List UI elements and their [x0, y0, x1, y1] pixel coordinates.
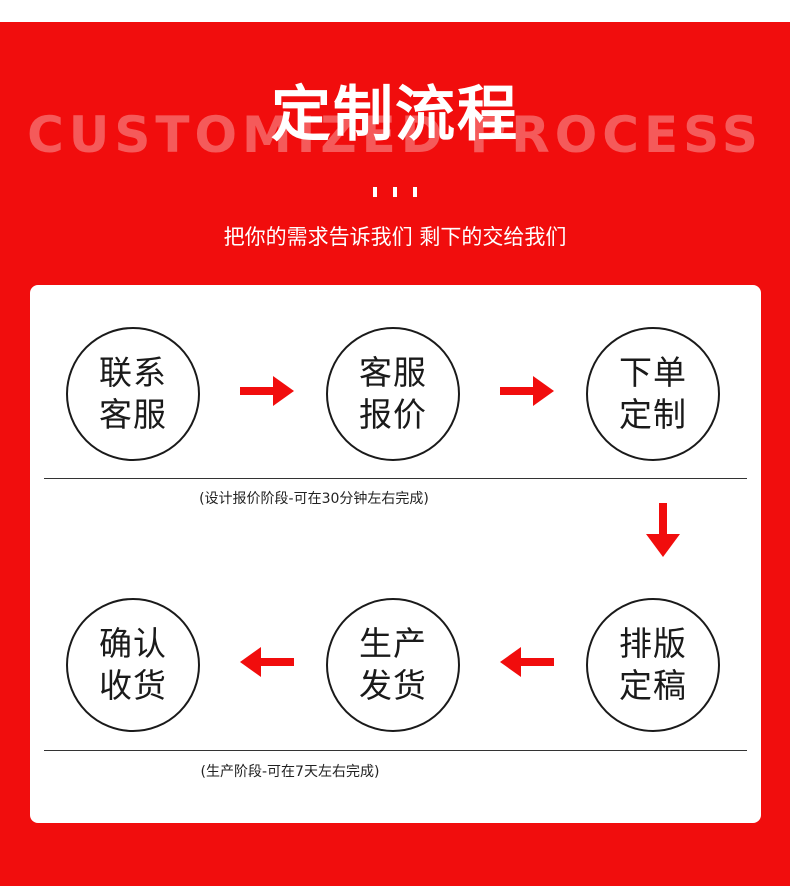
production-stage-note: (生产阶段-可在7天左右完成) — [200, 764, 380, 780]
step-label-line1: 排版 — [619, 624, 687, 663]
watermark-text: CUSTOMIZED PROCESS — [27, 106, 763, 164]
step-label-line2: 报价 — [359, 395, 427, 434]
arrow-left-icon — [500, 647, 554, 677]
step-confirm-receipt: 确认 收货 — [66, 598, 200, 732]
step-label-line1: 生产 — [359, 624, 427, 663]
step-label-line1: 下单 — [619, 353, 687, 392]
arrow-right-icon — [240, 376, 294, 406]
arrow-left-icon — [240, 647, 294, 677]
top-margin — [0, 0, 790, 22]
step-label-line2: 发货 — [359, 666, 427, 705]
step-label-line2: 收货 — [99, 666, 167, 705]
dot — [393, 187, 397, 197]
dot — [413, 187, 417, 197]
page-title: 定制流程 — [271, 80, 519, 150]
process-panel: 联系 客服 客服 报价 下单 定制 (设计报价阶段-可在30分钟左右完成) 确认… — [30, 285, 761, 823]
divider-line — [44, 478, 747, 479]
step-contact-service: 联系 客服 — [66, 327, 200, 461]
page-subtitle: 把你的需求告诉我们 剩下的交给我们 — [223, 225, 567, 249]
step-production-shipping: 生产 发货 — [326, 598, 460, 732]
step-label-line1: 客服 — [359, 353, 427, 392]
divider-line — [44, 750, 747, 751]
step-place-order: 下单 定制 — [586, 327, 720, 461]
dot — [373, 187, 377, 197]
step-label-line1: 确认 — [99, 624, 167, 663]
step-layout-finalize: 排版 定稿 — [586, 598, 720, 732]
arrow-right-icon — [500, 376, 554, 406]
step-label-line2: 定稿 — [619, 666, 687, 705]
step-service-quote: 客服 报价 — [326, 327, 460, 461]
step-label-line2: 定制 — [619, 395, 687, 434]
step-label-line1: 联系 — [99, 353, 167, 392]
title-dots-decoration — [373, 187, 417, 197]
arrow-down-icon — [646, 503, 680, 557]
design-stage-note: (设计报价阶段-可在30分钟左右完成) — [199, 491, 429, 507]
step-label-line2: 客服 — [99, 395, 167, 434]
